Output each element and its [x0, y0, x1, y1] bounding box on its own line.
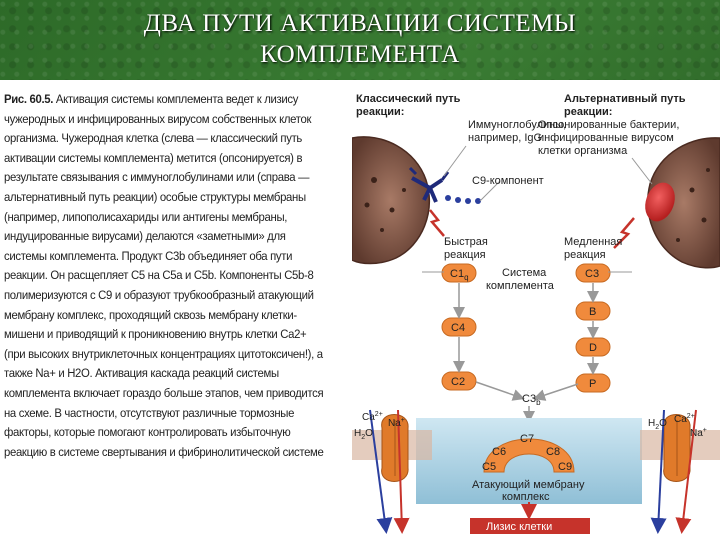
node-d-label: D [589, 342, 597, 354]
title-line-1: ДВА ПУТИ АКТИВАЦИИ СИСТЕМЫ [143, 10, 577, 37]
igg-antibody-icon [408, 166, 450, 203]
node-p-label: Р [589, 378, 596, 390]
title-line-2: КОМПЛЕМЕНТА [260, 41, 460, 68]
immunoglobulins-l1: Иммуноглобулины, [468, 119, 566, 131]
node-b-label: В [589, 306, 596, 318]
node-c4-label: С4 [451, 322, 465, 334]
node-c2: С2 [441, 371, 477, 391]
alternative-header: Альтернативный путь реакции: [564, 93, 686, 118]
caption-prefix: Рис. 60.5. [4, 92, 54, 106]
ions-left-h2o: H2O [354, 428, 373, 441]
ions-left-ca: Ca2+ [362, 411, 383, 423]
node-d: D [575, 337, 611, 357]
classical-header: Классический путь реакции: [356, 93, 461, 118]
c3b-label: С3b [522, 393, 541, 407]
caption-text: Активация системы комплемента ведет к ли… [4, 92, 324, 459]
opsonized-bacterium-icon [645, 182, 675, 222]
part-c6: С6 [492, 446, 506, 458]
node-c2-label: С2 [451, 376, 465, 388]
fast-reaction-l1: Быстрая [444, 236, 488, 248]
classical-header-l1: Классический путь [356, 93, 461, 105]
figure-caption: Рис. 60.5. Активация системы комплемента… [4, 90, 328, 462]
node-c4: С4 [441, 317, 477, 337]
membrane-area [416, 418, 642, 504]
node-p: Р [575, 373, 611, 393]
part-c7: С7 [520, 433, 534, 445]
classical-header-l2: реакции: [356, 106, 404, 118]
lysis-bar [470, 518, 590, 534]
mac-label-l1: Атакующий мембрану [472, 479, 585, 491]
alternative-header-l2: реакции: [564, 106, 612, 118]
immunoglobulins-l2: например, IgG [468, 132, 542, 144]
ions-right-ca: Ca2+ [674, 413, 695, 425]
slide-title: ДВА ПУТИ АКТИВАЦИИ СИСТЕМЫ КОМПЛЕМЕНТА [0, 8, 720, 70]
complement-system-l1: Система [502, 267, 547, 279]
ions-right-na: Na+ [690, 427, 707, 439]
alternative-header-l1: Альтернативный путь [564, 93, 686, 105]
fast-reaction-l2: реакция [444, 249, 486, 261]
c9-component-icon [445, 180, 501, 204]
opsonized-l3: клетки организма [538, 145, 628, 157]
complement-diagram: Классический путь реакции: Альтернативны… [352, 93, 720, 534]
target-cell-right [647, 137, 720, 269]
target-cell-left [352, 136, 430, 265]
node-b: В [575, 301, 611, 321]
svg-text:С1q: С1q [450, 268, 469, 282]
node-c3-label: С3 [585, 268, 599, 280]
part-c9: С9 [558, 461, 572, 473]
channel-left-icon [381, 414, 409, 482]
part-c5: С5 [482, 461, 496, 473]
mac-label-l2: комплекс [502, 491, 550, 503]
ions-left-na: Na+ [388, 417, 405, 429]
lightning-left-icon [429, 209, 445, 237]
node-c1q: С1q [441, 263, 477, 283]
slow-reaction-l2: реакция [564, 249, 606, 261]
ions-right-h2o: H2O [648, 418, 667, 431]
mac-complex: С7 С6 С8 С5 С9 [482, 433, 575, 473]
figure-panel: Рис. 60.5. Активация системы комплемента… [0, 80, 720, 540]
lightning-right-icon [613, 217, 635, 249]
slow-reaction-l1: Медленная [564, 236, 622, 248]
c9-component-label: С9-компонент [472, 175, 544, 187]
node-c3: С3 [575, 263, 611, 283]
opsonized-l2: инфицированные вирусом [538, 132, 674, 144]
node-c1q-label: С1 [450, 268, 464, 280]
opsonized-l1: Опсонированные бактерии, [538, 119, 679, 131]
lysis-label: Лизис клетки [486, 521, 552, 533]
part-c8: С8 [546, 446, 560, 458]
complement-system-l2: комплемента [486, 280, 555, 292]
